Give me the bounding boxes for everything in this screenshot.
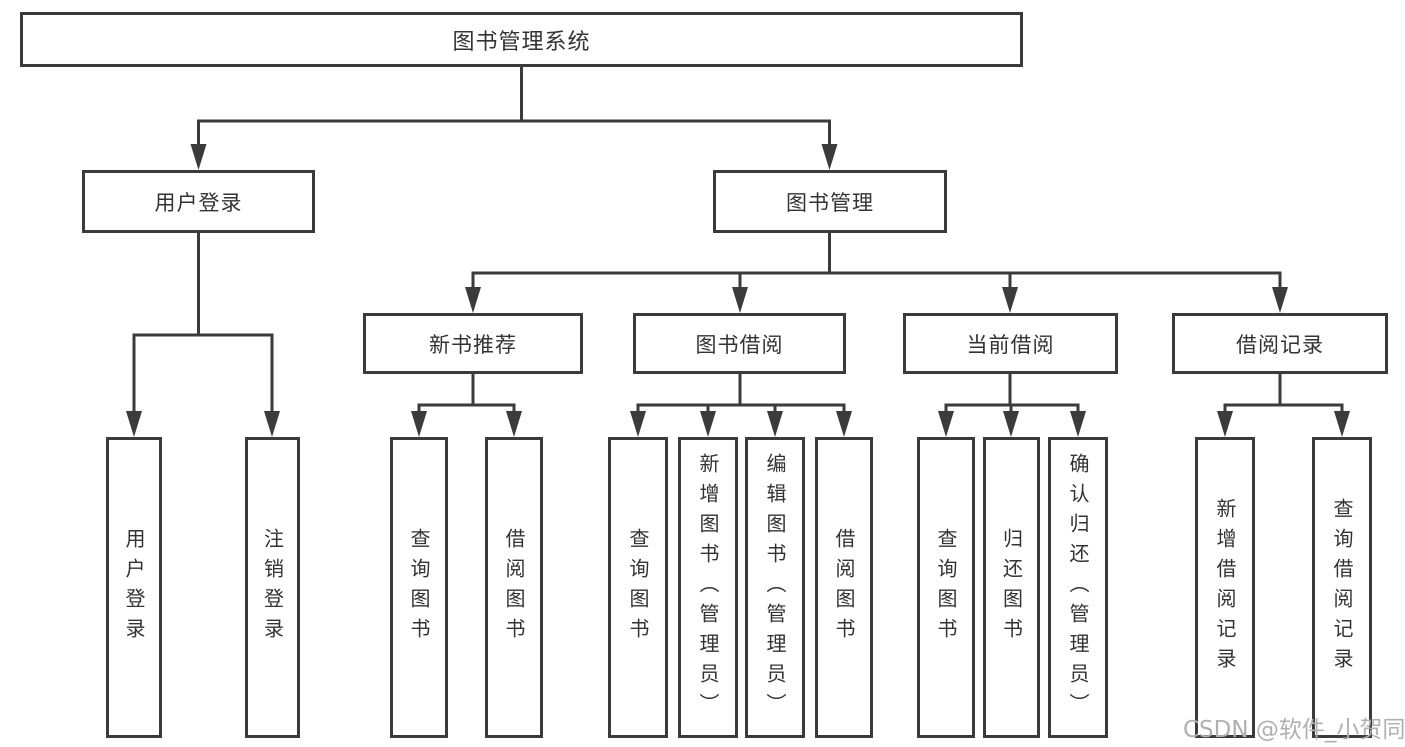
arrowhead: [264, 411, 280, 437]
leaf-label: 归还图书: [999, 527, 1024, 648]
arrowhead: [1002, 287, 1018, 313]
leaf-label: 查询借阅记录: [1330, 497, 1354, 678]
leaf-label: 查询图书: [407, 527, 431, 648]
arrowhead: [1334, 411, 1350, 437]
node-label: 图书借阅: [695, 332, 784, 357]
node-current-borrow: 当前借阅: [903, 313, 1118, 374]
leaf-user-login: 用户登录: [106, 437, 162, 738]
node-label: 借阅记录: [1236, 332, 1324, 357]
leaf-label: 编辑图书（管理员）: [763, 452, 787, 723]
arrowhead: [411, 411, 427, 437]
arrowhead: [836, 411, 852, 437]
arrowhead: [1272, 287, 1288, 313]
leaf-query-books-borrow: 查询图书: [608, 437, 668, 738]
leaf-label: 新增图书（管理员）: [696, 452, 720, 723]
leaf-label: 查询图书: [934, 527, 958, 648]
arrowhead: [1003, 411, 1019, 437]
leaf-add-borrow-record: 新增借阅记录: [1195, 437, 1255, 738]
arrowhead: [190, 144, 207, 170]
node-book-management: 图书管理: [713, 170, 947, 233]
node-new-book-recommend: 新书推荐: [363, 313, 583, 374]
node-label: 当前借阅: [966, 332, 1055, 357]
node-borrow-records: 借阅记录: [1172, 313, 1388, 374]
leaf-label: 用户登录: [122, 527, 146, 648]
leaf-return-books: 归还图书: [983, 437, 1040, 738]
arrowhead: [821, 144, 838, 170]
csdn-watermark: CSDN @软件_小贺同学: [1183, 717, 1405, 743]
leaf-label: 借阅图书: [832, 527, 856, 648]
arrowhead: [700, 411, 716, 437]
node-label: 用户登录: [154, 190, 243, 215]
arrowhead: [1070, 411, 1086, 437]
leaf-confirm-return-admin: 确认归还（管理员）: [1048, 437, 1108, 738]
leaf-query-borrow-record: 查询借阅记录: [1312, 437, 1372, 738]
leaf-borrow-books-recommend: 借阅图书: [485, 437, 543, 738]
leaf-label: 借阅图书: [502, 527, 526, 648]
leaf-label: 确认归还（管理员）: [1066, 452, 1090, 723]
arrowhead: [506, 411, 522, 437]
leaf-edit-books-admin: 编辑图书（管理员）: [745, 437, 805, 738]
leaf-logout-login: 注销登录: [245, 437, 300, 738]
arrowhead: [630, 411, 646, 437]
node-label: 图书管理系统: [452, 29, 591, 55]
leaf-add-books-admin: 新增图书（管理员）: [678, 437, 738, 738]
arrowhead: [938, 411, 954, 437]
leaf-label: 注销登录: [260, 527, 285, 648]
node-label: 图书管理: [786, 190, 874, 215]
node-user-login: 用户登录: [82, 170, 315, 233]
leaf-label: 新增借阅记录: [1213, 497, 1237, 678]
node-library-management-system: 图书管理系统: [20, 12, 1023, 67]
arrowhead: [465, 287, 481, 313]
connector-path: [132, 67, 1344, 414]
arrowhead: [732, 287, 748, 313]
leaf-query-books-current: 查询图书: [917, 437, 975, 738]
arrowhead: [1217, 411, 1233, 437]
node-book-borrow: 图书借阅: [633, 313, 846, 374]
arrowhead: [767, 411, 783, 437]
leaf-borrow-books: 借阅图书: [815, 437, 873, 738]
leaf-label: 查询图书: [626, 527, 650, 648]
arrowhead: [126, 411, 142, 437]
node-label: 新书推荐: [429, 332, 517, 357]
leaf-query-books-recommend: 查询图书: [390, 437, 448, 738]
